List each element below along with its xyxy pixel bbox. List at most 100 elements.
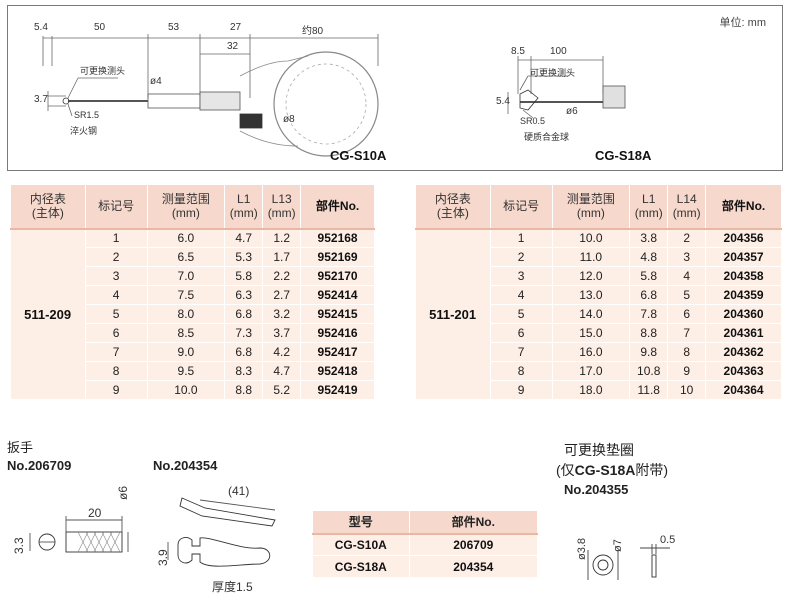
col-header-body: 内径表 (主体) <box>415 184 491 229</box>
cell-part-no: 952417 <box>300 342 375 362</box>
cell-range: 11.0 <box>552 247 631 267</box>
cell-body-model: 511-201 <box>415 227 491 400</box>
cell-part-no: 204358 <box>705 266 782 286</box>
dim-label: 3.9 <box>156 549 170 566</box>
col-header-l1: L1 (mm) <box>224 184 264 229</box>
cell-body-model: 511-209 <box>10 227 86 400</box>
cell-part-no: 952416 <box>300 323 375 343</box>
cell-range: 7.0 <box>147 266 226 286</box>
col-header-part-no: 部件No. <box>300 184 375 229</box>
col-header-l13: L13 (mm) <box>262 184 302 229</box>
cell-part-no: 952419 <box>300 380 375 400</box>
cell-range: 10.0 <box>552 227 631 248</box>
cell-mark: 8 <box>490 361 553 381</box>
col-header-body: 内径表 (主体) <box>10 184 86 229</box>
cell-part-no: 952168 <box>300 227 375 248</box>
cell-l1: 3.8 <box>629 227 669 248</box>
dim-label: 0.5 <box>660 534 676 546</box>
cell-l2: 3.7 <box>262 323 302 343</box>
cell-l1: 5.8 <box>629 266 669 286</box>
sr-note: SR1.5 <box>74 110 100 120</box>
dim-label: 5.4 <box>496 96 510 107</box>
cell-l2: 10 <box>667 380 707 400</box>
cell-part-no: 206709 <box>408 532 539 556</box>
cell-mark: 7 <box>490 342 553 362</box>
dimension-drawing-panel: 单位: mm <box>7 5 783 171</box>
cell-mark: 1 <box>85 227 148 248</box>
unit-label: 单位: mm <box>719 17 766 29</box>
cell-part-no: 204362 <box>705 342 782 362</box>
washer-title: 可更换垫圈 <box>564 442 634 458</box>
cell-l1: 8.3 <box>224 361 264 381</box>
col-header-l14: L14 (mm) <box>667 184 707 229</box>
cell-range: 14.0 <box>552 304 631 324</box>
cell-l2: 4.2 <box>262 342 302 362</box>
cell-l1: 7.3 <box>224 323 264 343</box>
cell-mark: 1 <box>490 227 553 248</box>
cell-mark: 7 <box>85 342 148 362</box>
dim-label: ø4 <box>150 76 162 87</box>
cell-part-no: 204361 <box>705 323 782 343</box>
model-label-s18a: CG-S18A <box>595 148 652 163</box>
cell-part-no: 204357 <box>705 247 782 267</box>
spec-table-511-209: 内径表 (主体) 标记号 测量范围 (mm) L1 (mm) L13 (mm) … <box>10 184 375 400</box>
cell-l2: 4 <box>667 266 707 286</box>
cell-mark: 3 <box>85 266 148 286</box>
gauge-drawings <box>42 34 626 157</box>
cell-mark: 6 <box>490 323 553 343</box>
cell-mark: 5 <box>490 304 553 324</box>
cell-part-no: 204363 <box>705 361 782 381</box>
cell-l2: 4.7 <box>262 361 302 381</box>
replaceable-probe-note: 可更换测头 <box>530 68 576 78</box>
cell-l2: 2 <box>667 227 707 248</box>
cell-l1: 6.3 <box>224 285 264 305</box>
cell-part-no: 952418 <box>300 361 375 381</box>
cell-part-no: 952414 <box>300 285 375 305</box>
cell-mark: 9 <box>490 380 553 400</box>
cell-part-no: 204364 <box>705 380 782 400</box>
cell-range: 18.0 <box>552 380 631 400</box>
cell-model: CG-S18A <box>312 555 410 578</box>
table-row: CG-S18A 204354 <box>312 555 539 578</box>
dim-label: 100 <box>550 46 567 57</box>
thickness-label: 厚度1.5 <box>212 580 253 594</box>
cell-l2: 2.2 <box>262 266 302 286</box>
cell-mark: 2 <box>85 247 148 267</box>
cell-mark: 8 <box>85 361 148 381</box>
cell-l2: 1.7 <box>262 247 302 267</box>
cell-l1: 4.7 <box>224 227 264 248</box>
col-header-range: 测量范围 (mm) <box>551 184 631 229</box>
model-label-s10a: CG-S10A <box>330 148 387 163</box>
cell-l2: 3.2 <box>262 304 302 324</box>
dim-label: ø6 <box>566 106 578 117</box>
wrench-part-no-b: No.204354 <box>153 458 218 473</box>
replaceable-probe-note: 可更换测头 <box>80 66 126 76</box>
col-header-l1: L1 (mm) <box>629 184 669 229</box>
cell-mark: 4 <box>85 285 148 305</box>
dim-label: ø3.8 <box>576 537 588 560</box>
dim-label: 3.7 <box>34 94 48 105</box>
cell-part-no: 204356 <box>705 227 782 248</box>
dim-label: 约80 <box>302 26 324 37</box>
cell-l1: 5.3 <box>224 247 264 267</box>
cell-range: 13.0 <box>552 285 631 305</box>
dim-label: 32 <box>227 41 239 52</box>
wrench-title: 扳手 <box>7 440 34 455</box>
col-header-part-no: 部件No. <box>408 510 539 534</box>
cell-part-no: 952170 <box>300 266 375 286</box>
cell-range: 6.5 <box>147 247 226 267</box>
cell-range: 8.5 <box>147 323 226 343</box>
cell-range: 12.0 <box>552 266 631 286</box>
